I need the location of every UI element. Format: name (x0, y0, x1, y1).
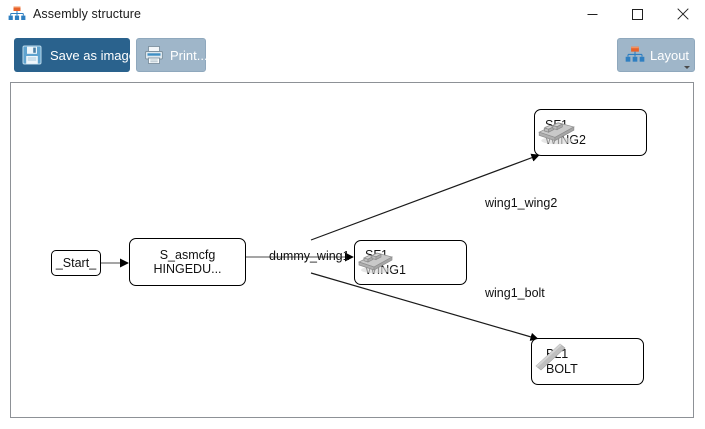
caret-down-icon[interactable] (684, 66, 690, 69)
print-label: Print... (170, 47, 208, 63)
node-wing1[interactable]: SF1 WING1 (354, 240, 467, 285)
node-wing2[interactable]: SF1 WING2 (534, 109, 647, 156)
layout-label: Layout (650, 47, 690, 63)
node-asmcfg-line2: HINGEDU... (153, 262, 222, 276)
maximize-icon (632, 8, 643, 20)
node-asmcfg-labels: S_asmcfg HINGEDU... (153, 248, 221, 277)
minimize-button[interactable] (570, 0, 615, 28)
node-bolt[interactable]: BL1 BOLT (531, 338, 644, 385)
node-start-label: _Start_ (55, 256, 97, 270)
edge-wing1-wing2 (310, 153, 540, 241)
layout-button[interactable]: Layout (617, 38, 695, 72)
printer-icon (142, 43, 166, 67)
print-button[interactable]: Print... (136, 38, 208, 72)
edge-wing1-bolt (310, 272, 539, 341)
window-controls (570, 0, 705, 28)
edge-label-wing1-wing2: wing1_wing2 (485, 196, 558, 210)
close-icon (676, 8, 689, 20)
edge-label-wing1-bolt: wing1_bolt (485, 286, 545, 300)
maximize-button[interactable] (615, 0, 660, 28)
diagram-canvas[interactable]: _Start_ S_asmcfg HINGEDU... (10, 82, 694, 418)
hierarchy-icon (625, 45, 645, 65)
save-as-image-button[interactable]: Save as image... (14, 38, 147, 72)
window-title: Assembly structure (33, 7, 142, 21)
node-asmcfg[interactable]: S_asmcfg HINGEDU... (129, 238, 246, 286)
floppy-disk-icon (20, 43, 44, 67)
minimize-icon (587, 13, 598, 15)
node-start[interactable]: _Start_ (51, 250, 101, 276)
diagram-edges (101, 153, 540, 341)
hierarchy-icon (8, 5, 26, 23)
close-button[interactable] (660, 0, 705, 28)
node-asmcfg-line1: S_asmcfg (159, 247, 216, 262)
node-bolt-line2: BOLT (546, 361, 578, 376)
toolbar: Save as image... Print... (0, 28, 705, 82)
title-bar: Assembly structure (0, 0, 705, 28)
edge-label-dummy-wing1: dummy_wing1 (269, 249, 350, 263)
save-as-image-label: Save as image... (50, 47, 147, 63)
